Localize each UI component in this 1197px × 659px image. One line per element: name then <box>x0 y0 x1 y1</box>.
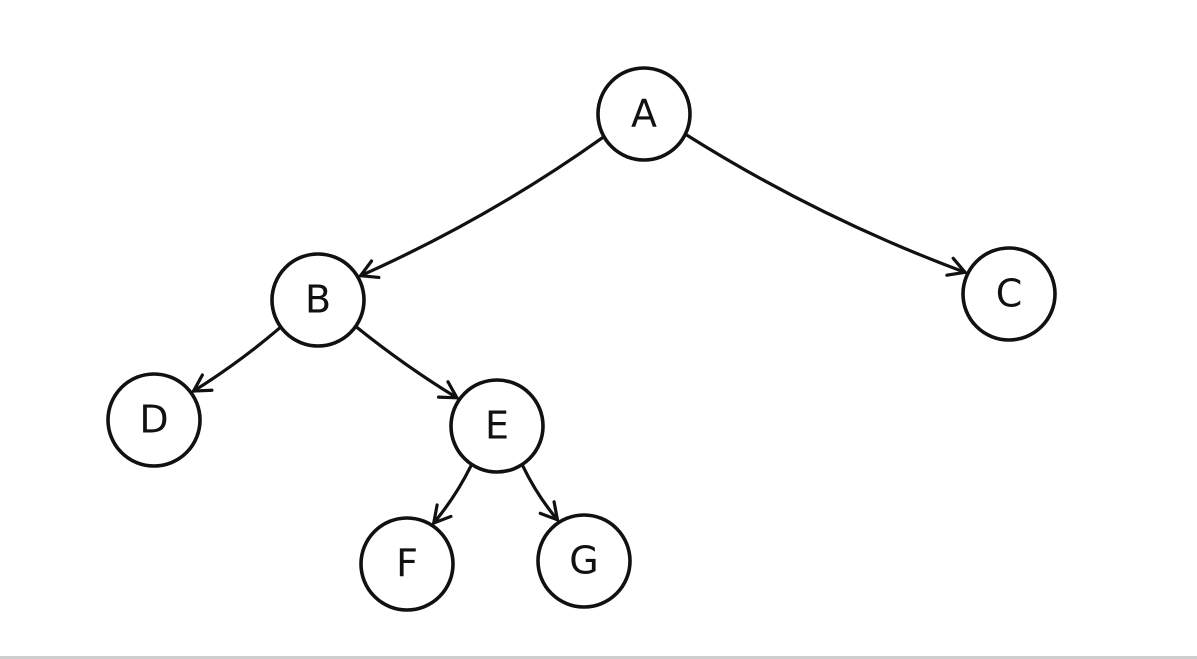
edge-b-d <box>191 326 281 393</box>
node-f: F <box>359 516 455 612</box>
edge-line <box>521 464 560 522</box>
node-c: C <box>961 246 1057 342</box>
node-a: A <box>596 66 692 162</box>
node-d: D <box>106 372 202 468</box>
edge-e-f <box>432 464 473 525</box>
edge-a-b <box>358 136 604 280</box>
edges-layer <box>191 133 967 525</box>
edge-line <box>191 326 281 393</box>
arrow-head-icon <box>358 259 381 280</box>
node-circle <box>106 372 202 468</box>
node-circle <box>961 246 1057 342</box>
nodes-layer: A B C D E F G <box>106 66 1057 612</box>
edge-e-g <box>521 464 560 522</box>
node-e: E <box>449 378 545 474</box>
edge-line <box>358 136 604 278</box>
arrow-head-icon <box>538 500 560 522</box>
node-label: D <box>139 398 168 442</box>
node-label: B <box>305 278 331 322</box>
arrow-head-icon <box>432 503 453 525</box>
node-circle <box>359 516 455 612</box>
edge-line <box>355 326 459 400</box>
node-label: C <box>996 272 1023 316</box>
arrow-head-icon <box>436 380 459 400</box>
node-label: G <box>569 539 598 583</box>
node-circle <box>270 252 366 348</box>
edge-b-e <box>355 326 459 400</box>
arrow-head-icon <box>945 256 967 277</box>
node-circle <box>596 66 692 162</box>
node-label: A <box>631 92 657 136</box>
arrow-head-icon <box>191 373 214 393</box>
edge-line <box>685 133 967 274</box>
node-circle <box>536 513 632 609</box>
node-label: F <box>396 542 418 586</box>
node-g: G <box>536 513 632 609</box>
node-label: E <box>485 404 509 448</box>
bottom-divider <box>0 656 1197 659</box>
edge-a-c <box>685 133 967 277</box>
node-circle <box>449 378 545 474</box>
edge-line <box>432 464 473 525</box>
node-b: B <box>270 252 366 348</box>
